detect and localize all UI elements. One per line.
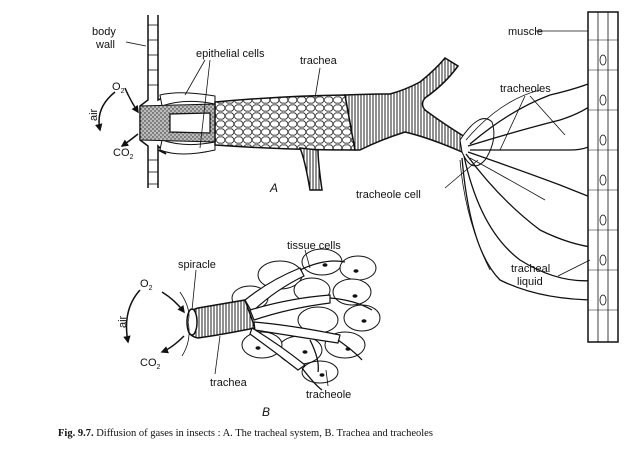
trachea-b-tube: [187, 299, 256, 339]
tracheoles-b: [299, 260, 373, 391]
leader-lines-b: [191, 249, 329, 387]
label-air-a: air: [88, 108, 100, 121]
label-panel-a: A: [269, 181, 278, 195]
spiracle-rim: [179, 291, 190, 357]
label-o2-a: O2: [112, 81, 125, 95]
label-spiracle: spiracle: [178, 259, 216, 271]
label-tissue-cells: tissue cells: [287, 240, 341, 252]
trachea-ringed-section: [344, 57, 472, 153]
label-trachea-a: trachea: [300, 55, 338, 67]
figure-number: Fig. 9.7.: [58, 428, 94, 439]
leader-lines-a: [125, 30, 591, 277]
tracheole-branch-walls: [459, 89, 546, 271]
label-liquid: liquid: [517, 276, 543, 288]
label-tracheole-b: tracheole: [306, 389, 351, 401]
label-wall: wall: [95, 39, 115, 51]
air-exchange-arrows-b: [123, 289, 185, 354]
label-tracheole-cell: tracheole cell: [356, 189, 421, 201]
trachea-lumen-end: [169, 112, 211, 134]
trachea-main-tube: [214, 94, 356, 151]
tracheole-cell: [459, 118, 495, 167]
label-co2-b: CO2: [140, 357, 161, 371]
label-trachea-b: trachea: [210, 377, 248, 389]
label-muscle: muscle: [508, 26, 543, 38]
label-epithelial-cells: epithelial cells: [196, 48, 265, 60]
label-air-b: air: [117, 315, 129, 328]
label-body: body: [92, 26, 116, 38]
panel-a-diagram: [95, 11, 619, 343]
muscle: [587, 11, 619, 343]
trachea-b-branches: [244, 267, 341, 371]
label-co2-a: CO2: [113, 147, 134, 161]
label-tracheal: tracheal: [511, 263, 550, 275]
label-panel-b: B: [262, 405, 270, 419]
label-o2-b: O2: [140, 278, 153, 292]
figure-caption-text: Diffusion of gases in insects : A. The t…: [96, 428, 433, 439]
labels: body wall epithelial cells trachea muscl…: [88, 26, 551, 419]
tissue-cells: [231, 248, 381, 384]
label-tracheoles: tracheoles: [500, 83, 551, 95]
trachea-down-branch: [298, 147, 323, 191]
figure-caption: Fig. 9.7. Diffusion of gases in insects …: [58, 428, 628, 439]
air-exchange-arrows-a: [95, 87, 139, 147]
panel-b-diagram: [123, 248, 381, 391]
